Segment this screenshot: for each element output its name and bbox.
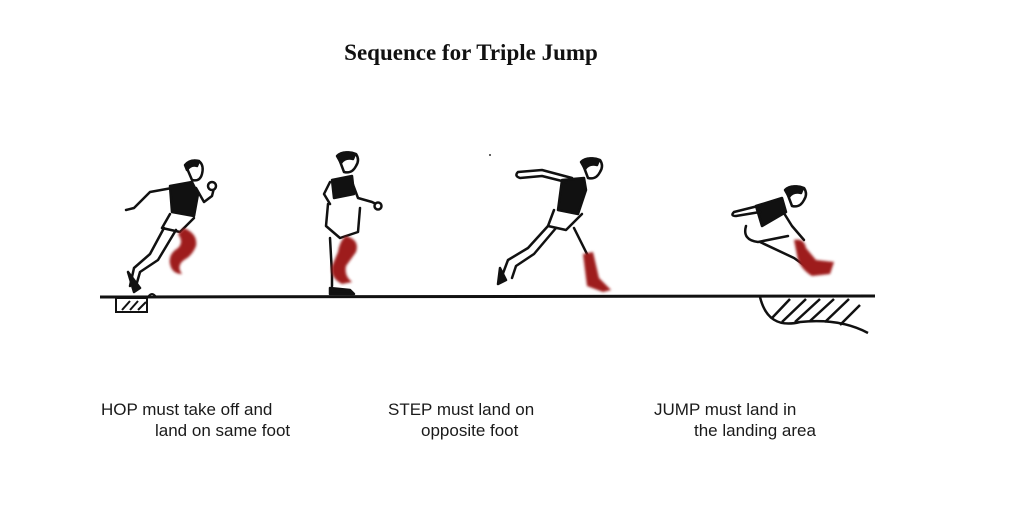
athlete-hop-figure [124,159,218,294]
caption-jump: JUMP must land in the landing area [654,399,816,441]
athlete-step-figure [496,157,604,286]
takeoff-board-icon [115,293,157,313]
speck [489,154,491,156]
highlighted-leg-hop [169,228,197,274]
caption-jump-line1: JUMP must land in [654,400,797,419]
athlete-landing-figure [322,151,383,296]
diagram-title: Sequence for Triple Jump [344,40,598,65]
athlete-jump-figure [731,185,816,274]
highlighted-legs-jump [794,239,834,276]
caption-step-line1: STEP must land on [388,400,535,419]
runway-line [99,294,876,299]
landing-pit-icon [758,296,869,335]
caption-hop-line1: HOP must take off and [101,400,273,419]
caption-hop-line2: land on same foot [155,421,291,440]
caption-jump-line2: the landing area [694,421,816,440]
caption-hop: HOP must take off and land on same foot [101,399,290,441]
caption-step-line2: opposite foot [421,421,519,440]
caption-step: STEP must land on opposite foot [388,399,534,441]
highlighted-leg-step [583,252,611,292]
highlighted-leg-landing [331,236,357,284]
